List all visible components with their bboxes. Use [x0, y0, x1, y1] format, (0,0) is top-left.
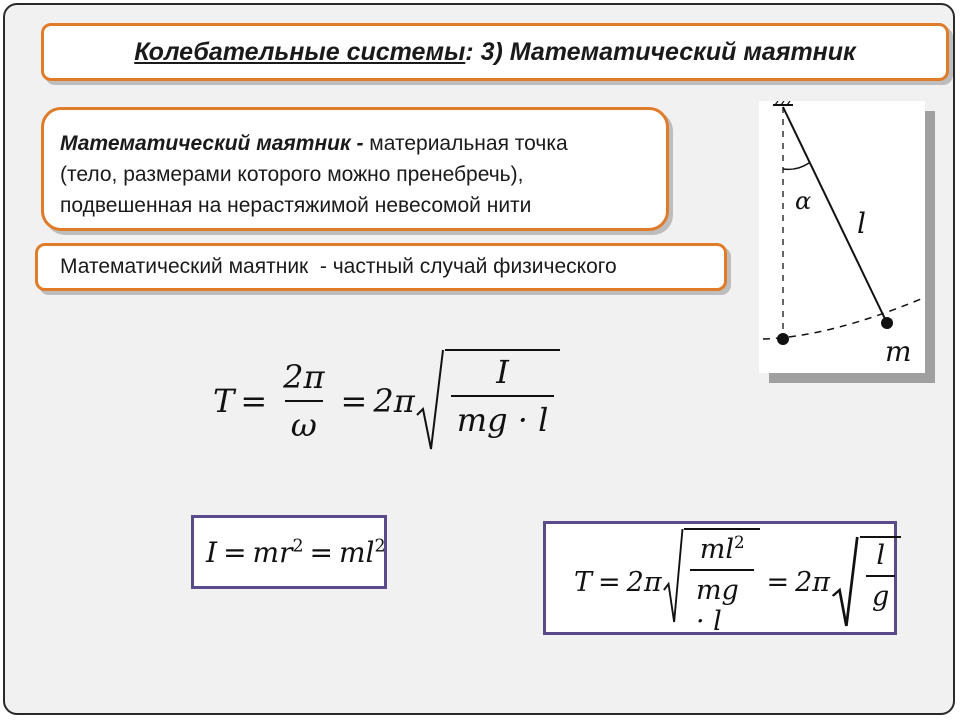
definition-box: Математический маятник - материальная то… — [41, 107, 669, 231]
result-numerator-1: ml2 — [694, 532, 751, 569]
equilibrium-point — [777, 333, 789, 345]
pendulum-bob — [881, 317, 893, 329]
result-exp: 2 — [734, 532, 745, 552]
result-formula: T = 2π ml2 mg · l = 2π — [574, 528, 902, 637]
inertia-I: I — [206, 536, 218, 569]
result-two-pi-2: 2π — [795, 567, 831, 598]
result-T: T — [574, 567, 593, 598]
period-formula: T = 2π ω = 2π I mg · l — [213, 349, 561, 453]
result-two-pi-1: 2π — [626, 567, 662, 598]
result-eq-2: = — [766, 567, 790, 598]
definition-line-1: Математический маятник - материальная то… — [60, 128, 654, 159]
title-prefix: Колебательные системы — [134, 37, 466, 66]
period-sqrt: I mg · l — [415, 349, 561, 453]
result-sqrt-2: l g — [830, 535, 902, 630]
title-suffix: : 3) Математический маятник — [465, 37, 856, 66]
pendulum-diagram: α l m — [759, 100, 925, 373]
period-T: T — [213, 382, 235, 420]
result-ml: ml — [699, 534, 735, 565]
angle-label: α — [795, 187, 811, 215]
result-formula-box: T = 2π ml2 mg · l = 2π — [543, 521, 902, 637]
definition-dash: - — [350, 132, 370, 155]
result-fraction-1: ml2 mg · l — [689, 532, 755, 637]
definition-line-2: (тело, размерами которого можно пренебре… — [60, 163, 524, 186]
result-eq-1: = — [598, 567, 621, 598]
inertia-mr: mr — [252, 536, 293, 569]
definition-term: Математический маятник — [60, 132, 351, 155]
inertia-exp-1: 2 — [292, 536, 304, 557]
period-denominator: ω — [284, 400, 323, 444]
length-label: l — [857, 207, 866, 240]
mass-label: m — [885, 335, 912, 368]
sqrt-sign — [416, 349, 444, 450]
result-sqrt-1: ml2 mg · l — [662, 528, 761, 637]
inertia-formula-box: I=mr2=ml2 — [191, 515, 387, 589]
period-sqrt-body: I mg · l — [444, 349, 561, 453]
definition-line-3: подвешенная на нерастяжимой невесомой ни… — [60, 194, 532, 217]
note-text: Математический маятник - частный случай … — [60, 255, 617, 278]
period-inner-fraction: I mg · l — [450, 353, 555, 439]
period-eq-1: = — [240, 382, 268, 420]
inertia-ml: ml — [338, 536, 375, 569]
result-denominator-2: g — [866, 574, 896, 612]
pendulum-figure: α l m — [762, 100, 922, 368]
inertia-eq-1: = — [223, 536, 247, 569]
period-numerator: 2π — [283, 358, 325, 396]
sqrt-sign — [662, 528, 684, 623]
sqrt-sign — [831, 536, 859, 626]
period-fraction: 2π ω — [277, 358, 330, 444]
inertia-formula: I=mr2=ml2 — [206, 536, 386, 569]
definition-line1-rest: материальная точка — [369, 132, 568, 155]
result-sqrt-1-body: ml2 mg · l — [683, 528, 761, 637]
inertia-exp-2: 2 — [374, 536, 386, 557]
note-box: Математический маятник - частный случай … — [35, 243, 727, 291]
trajectory-arc — [762, 298, 922, 340]
period-two-pi: 2π — [373, 382, 415, 420]
angle-arc — [782, 162, 810, 171]
result-fraction-2: l g — [866, 539, 896, 612]
slide: Колебательные системы : 3) Математически… — [3, 3, 955, 715]
period-inner-denominator: mg · l — [450, 395, 555, 439]
result-sqrt-2-body: l g — [860, 535, 902, 630]
inertia-eq-2: = — [309, 536, 333, 569]
period-inner-numerator: I — [496, 353, 509, 391]
result-numerator-2: l — [876, 539, 886, 571]
slide-title: Колебательные системы : 3) Математически… — [41, 23, 949, 81]
pendulum-string — [782, 106, 888, 324]
result-denominator-1: mg · l — [689, 569, 755, 637]
period-eq-2: = — [340, 382, 368, 420]
